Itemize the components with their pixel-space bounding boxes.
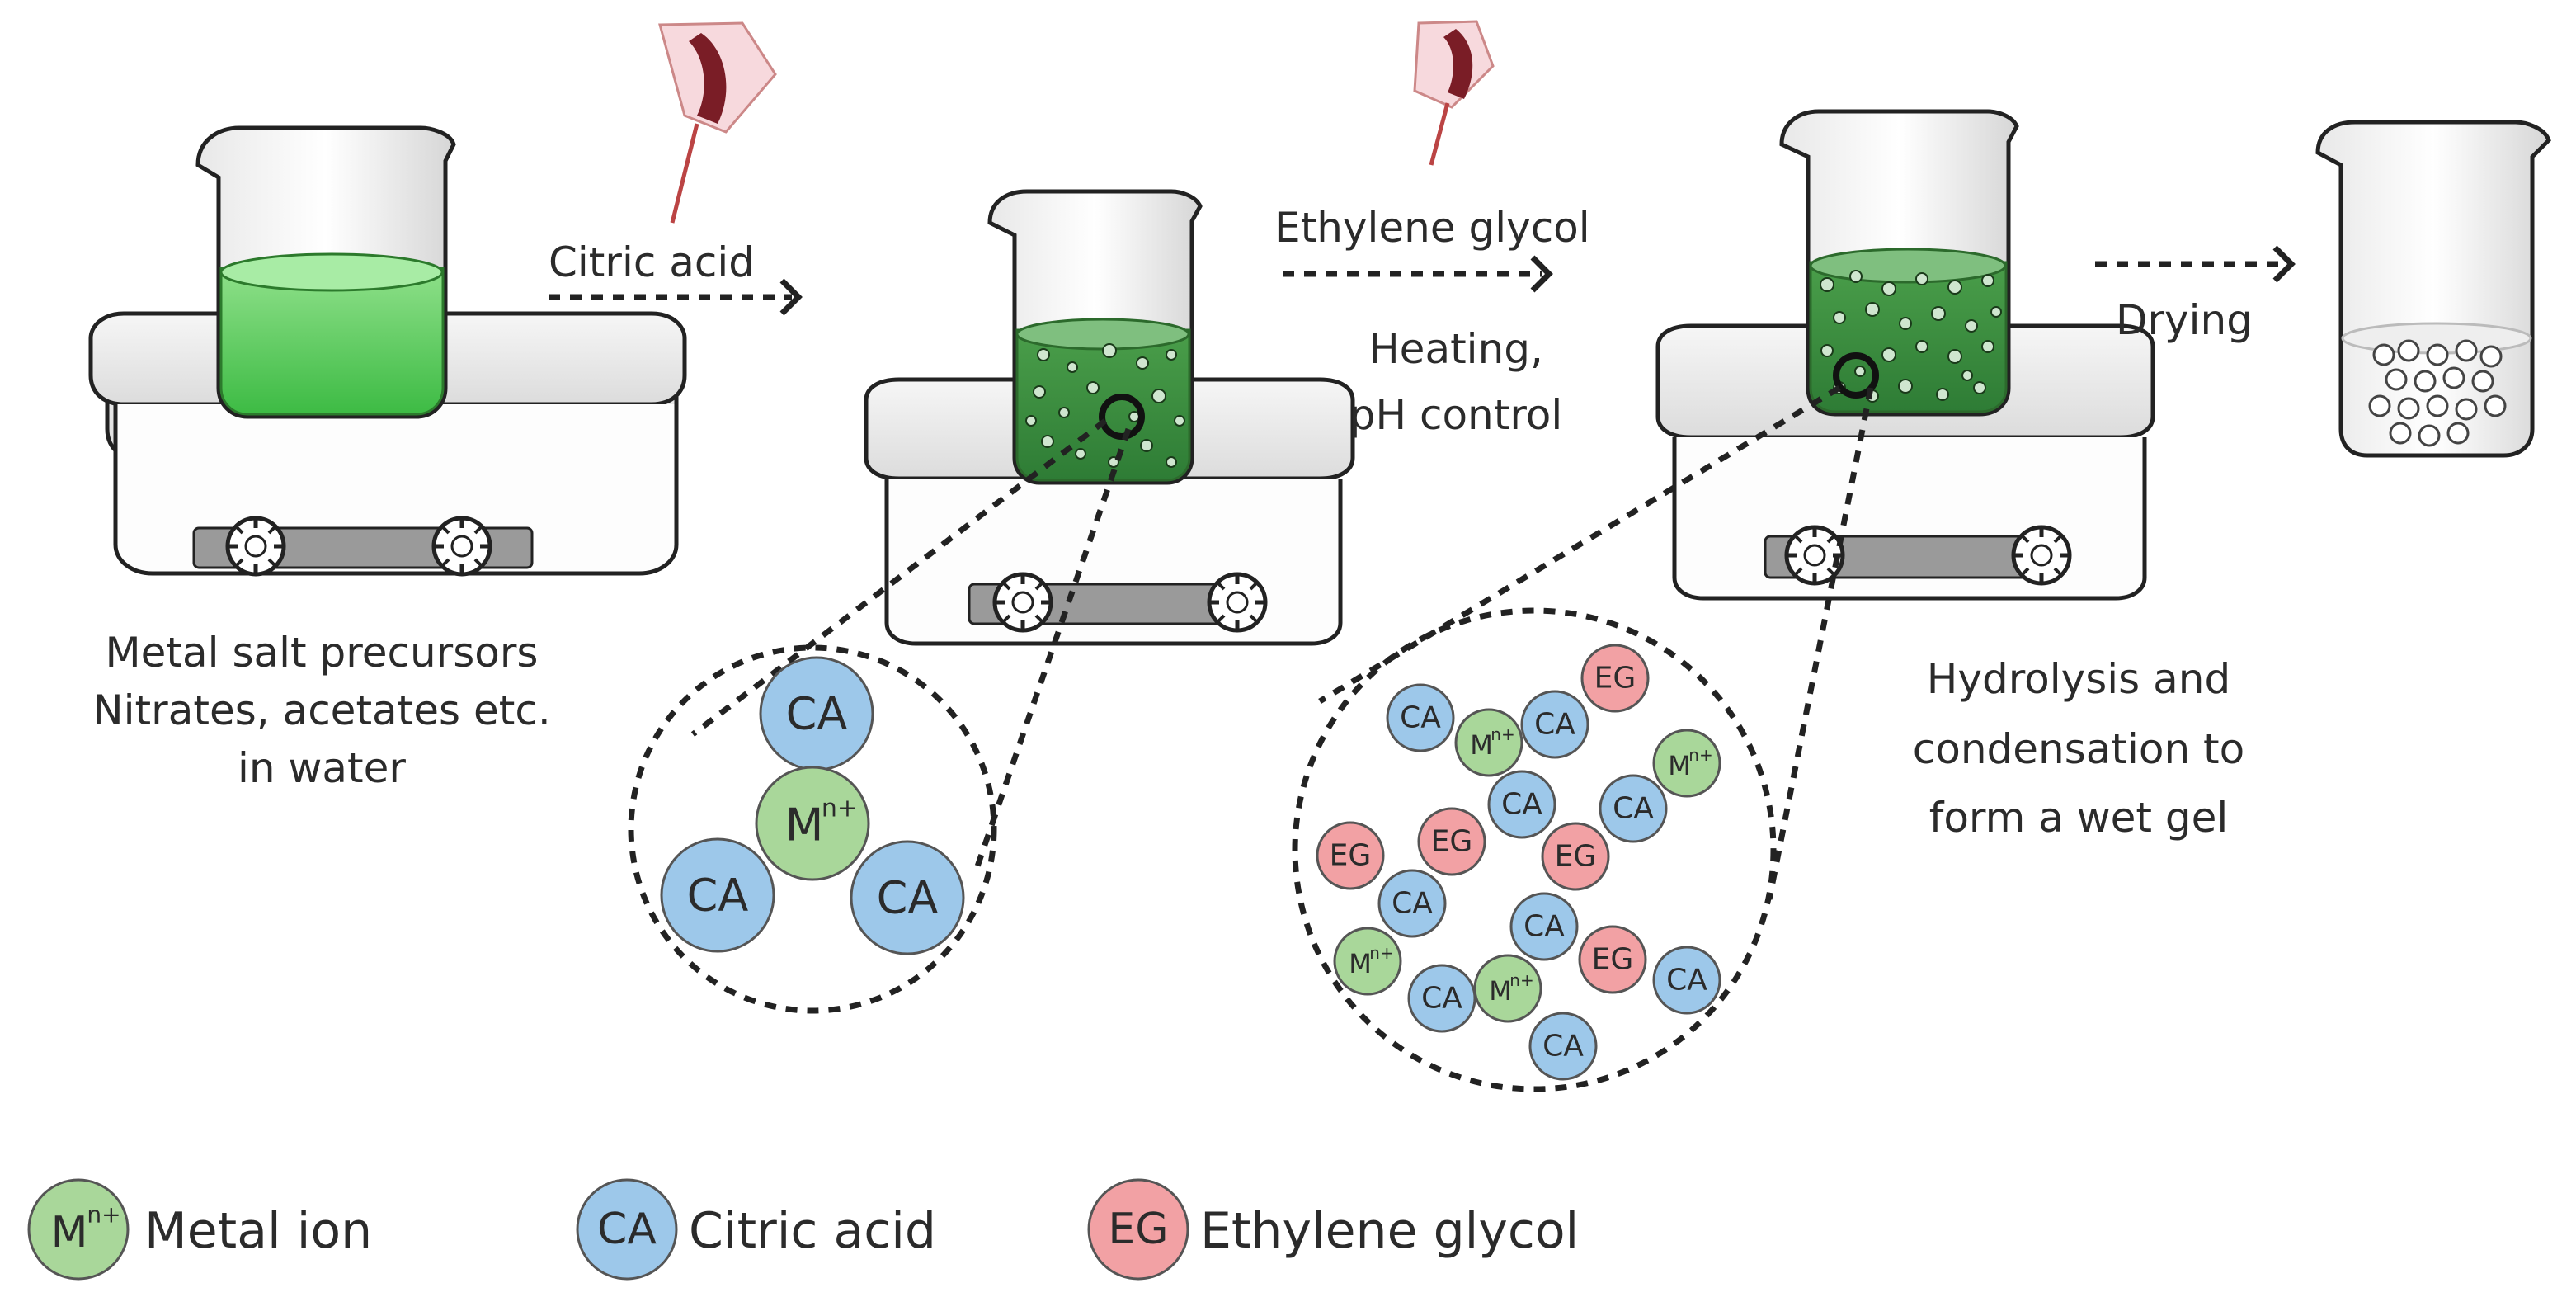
svg-text:EG: EG bbox=[1555, 840, 1597, 874]
arrow-3-head bbox=[2272, 245, 2296, 283]
svg-text:n+: n+ bbox=[1491, 724, 1514, 744]
zoom-circle-1: CA M n+ CA CA bbox=[628, 644, 997, 1014]
svg-text:CA: CA bbox=[1400, 701, 1441, 735]
svg-text:CA: CA bbox=[786, 688, 848, 740]
svg-text:CA: CA bbox=[597, 1205, 657, 1254]
gel-ca-7: CA bbox=[1652, 946, 1721, 1015]
chelate-ca-top: CA bbox=[759, 656, 874, 771]
svg-text:CA: CA bbox=[1534, 708, 1575, 742]
arrow-1-head bbox=[779, 278, 803, 316]
legend-citric-acid: CA Citric acid bbox=[576, 1178, 936, 1281]
chelate-ca-left: CA bbox=[660, 837, 775, 953]
gel-metal-3: Mn+ bbox=[1333, 927, 1402, 996]
arrow-3-label: Drying bbox=[2116, 296, 2253, 344]
svg-text:CA: CA bbox=[1613, 792, 1654, 826]
zoom-line-3b bbox=[1766, 387, 1874, 900]
legend-ethylene-glycol: EG Ethylene glycol bbox=[1087, 1178, 1579, 1281]
gel-metal-4: Mn+ bbox=[1473, 954, 1542, 1023]
zoom-line-3a bbox=[1318, 385, 1841, 704]
beaker-2 bbox=[987, 189, 1203, 485]
gel-metal-1: Mn+ bbox=[1454, 708, 1523, 777]
legend-metal-ion-label: Metal ion bbox=[144, 1202, 372, 1260]
chelate-metal-ion: M n+ bbox=[755, 766, 870, 881]
gel-ca-3: CA bbox=[1599, 774, 1668, 843]
pipette-2-icon bbox=[1413, 20, 1495, 166]
svg-text:CA: CA bbox=[1421, 982, 1462, 1016]
step3-label-line1: Hydrolysis and bbox=[1927, 655, 2230, 703]
beaker-1 bbox=[195, 125, 456, 419]
gel-ca-2: CA bbox=[1520, 690, 1589, 759]
svg-text:M: M bbox=[1349, 948, 1372, 979]
zoom-circle-2: CA Mn+ CA EG Mn+ CA CA EG EG EG CA CA EG… bbox=[1292, 607, 1777, 1092]
gel-metal-2: Mn+ bbox=[1652, 729, 1721, 798]
legend-citric-acid-label: Citric acid bbox=[689, 1202, 936, 1260]
svg-text:EG: EG bbox=[1592, 943, 1634, 977]
gel-ca-5: CA bbox=[1377, 869, 1447, 938]
arrow-2-label: Ethylene glycol bbox=[1274, 204, 1590, 252]
step1-label-line2: Nitrates, acetates etc. bbox=[92, 686, 551, 734]
svg-text:M: M bbox=[51, 1208, 88, 1257]
svg-text:M: M bbox=[1489, 975, 1512, 1007]
svg-text:EG: EG bbox=[1108, 1205, 1168, 1254]
gel-eg-2: EG bbox=[1316, 821, 1385, 890]
svg-text:M: M bbox=[785, 800, 824, 851]
svg-text:CA: CA bbox=[1542, 1030, 1584, 1064]
legend-metal-ion: M n+ Metal ion bbox=[27, 1178, 372, 1281]
gel-eg-1: EG bbox=[1580, 644, 1650, 713]
step1-label-line3: in water bbox=[238, 744, 406, 792]
svg-text:M: M bbox=[1668, 750, 1691, 781]
beaker-4 bbox=[2315, 120, 2551, 458]
svg-text:CA: CA bbox=[1501, 788, 1542, 822]
pipette-1-icon bbox=[658, 21, 777, 224]
gel-ca-9: CA bbox=[1528, 1012, 1598, 1081]
gel-ca-6: CA bbox=[1509, 892, 1579, 961]
svg-text:CA: CA bbox=[687, 870, 749, 922]
svg-text:n+: n+ bbox=[822, 795, 858, 823]
gel-ca-8: CA bbox=[1407, 964, 1476, 1033]
beaker-3 bbox=[1779, 109, 2019, 417]
svg-text:n+: n+ bbox=[1509, 970, 1533, 990]
svg-text:CA: CA bbox=[1666, 964, 1707, 998]
gel-ca-4: CA bbox=[1487, 770, 1556, 839]
arrow-1-label: Citric acid bbox=[549, 238, 755, 286]
zoom-line-2a bbox=[690, 418, 1108, 737]
step1-label-line1: Metal salt precursors bbox=[106, 629, 539, 677]
svg-text:EG: EG bbox=[1431, 825, 1473, 859]
gel-eg-3: EG bbox=[1417, 807, 1486, 876]
svg-text:M: M bbox=[1470, 729, 1493, 761]
step2-label-line2: pH control bbox=[1349, 391, 1563, 439]
chelate-ca-right: CA bbox=[850, 840, 965, 955]
step3-label-line3: form a wet gel bbox=[1929, 794, 2229, 842]
svg-text:n+: n+ bbox=[1369, 943, 1393, 963]
svg-text:CA: CA bbox=[1523, 910, 1565, 944]
svg-text:CA: CA bbox=[1392, 887, 1433, 921]
gel-eg-4: EG bbox=[1541, 822, 1610, 891]
step3-label-line2: condensation to bbox=[1913, 725, 2245, 773]
arrow-2-head bbox=[1530, 255, 1553, 293]
legend-ethylene-glycol-label: Ethylene glycol bbox=[1200, 1202, 1579, 1260]
gel-ca-1: CA bbox=[1386, 683, 1455, 752]
svg-text:CA: CA bbox=[877, 872, 939, 924]
step2-label-line1: Heating, bbox=[1368, 325, 1543, 373]
svg-text:n+: n+ bbox=[1688, 745, 1712, 765]
legend: M n+ Metal ion CA Citric acid EG Ethylen… bbox=[27, 1178, 1579, 1281]
svg-text:EG: EG bbox=[1594, 662, 1636, 696]
svg-text:EG: EG bbox=[1330, 839, 1372, 873]
svg-text:n+: n+ bbox=[87, 1201, 120, 1229]
gel-eg-5: EG bbox=[1578, 925, 1647, 994]
